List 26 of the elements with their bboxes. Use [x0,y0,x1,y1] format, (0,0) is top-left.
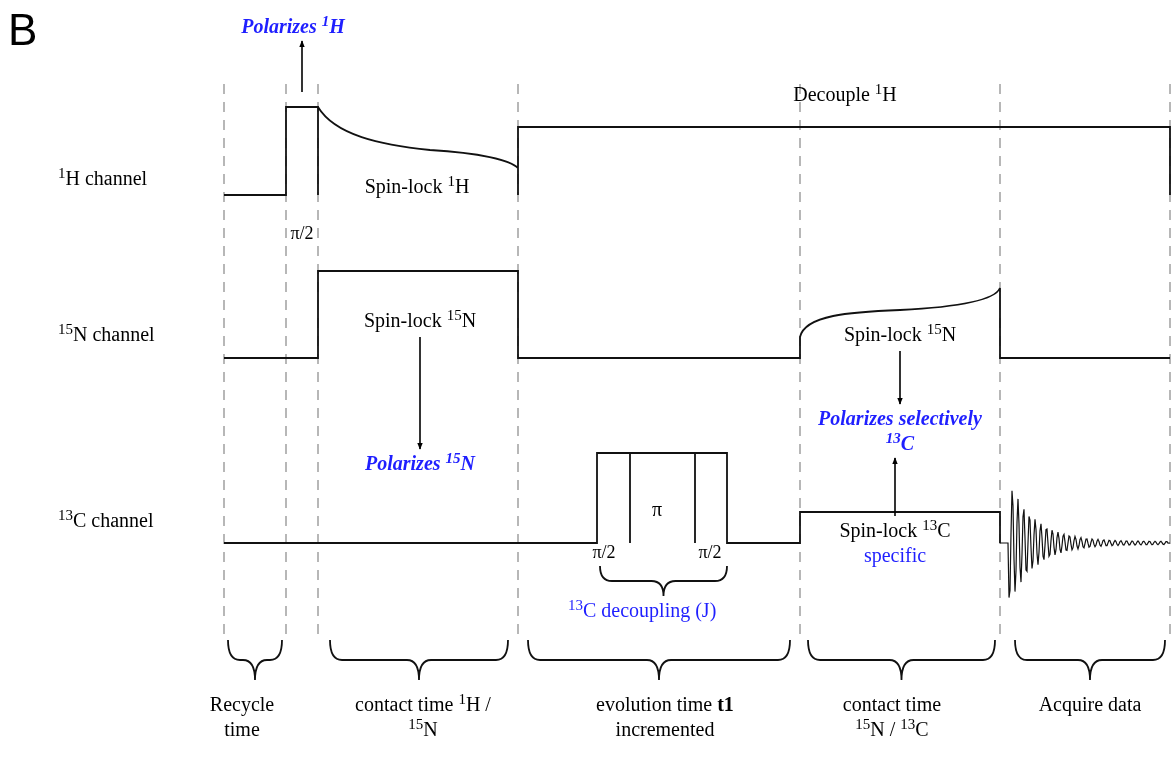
pulse-angle-label: π [650,497,664,522]
channel-annotation: Decouple $^{1}$H [792,82,898,107]
pulse-label: Spin-lock $^{15}$N [345,308,495,333]
pulse-label: Spin-lock $^{13}$C specific [820,518,970,568]
period-label: evolution time t1 incremented [595,692,735,742]
channel-label: $^{13}$C channel [58,508,155,533]
decoupling-annotation: $^{13}$C decoupling (J) [568,598,718,623]
annotation-text: Polarizes $^{1}$H [213,14,373,39]
pulse-angle-label: π/2 [591,541,617,564]
period-label: Acquire data [1037,692,1143,717]
arrow [892,457,898,517]
channel-label: $^{1}$H channel [58,166,149,191]
annotation-text: Polarizes selectively $^{13}$C [815,406,985,456]
annotation-text: Polarizes $^{15}$N [340,451,500,476]
pulse-label: Spin-lock $^{15}$N [825,322,975,347]
period-label: contact time $^{1}$H / $^{15}$N [354,692,492,742]
arrow [299,40,305,93]
arrow [897,350,903,405]
channel-label: $^{15}$N channel [58,322,156,347]
period-label: Recycle time [208,692,276,742]
arrow [417,336,423,450]
pulse-label: Spin-lock $^{1}$H [363,174,471,199]
panel-letter: B [8,8,39,52]
period-label: contact time $^{15}$N / $^{13}$C [841,692,943,742]
pulse-angle-label: π/2 [697,541,723,564]
pulse-angle-label: π/2 [289,222,315,245]
